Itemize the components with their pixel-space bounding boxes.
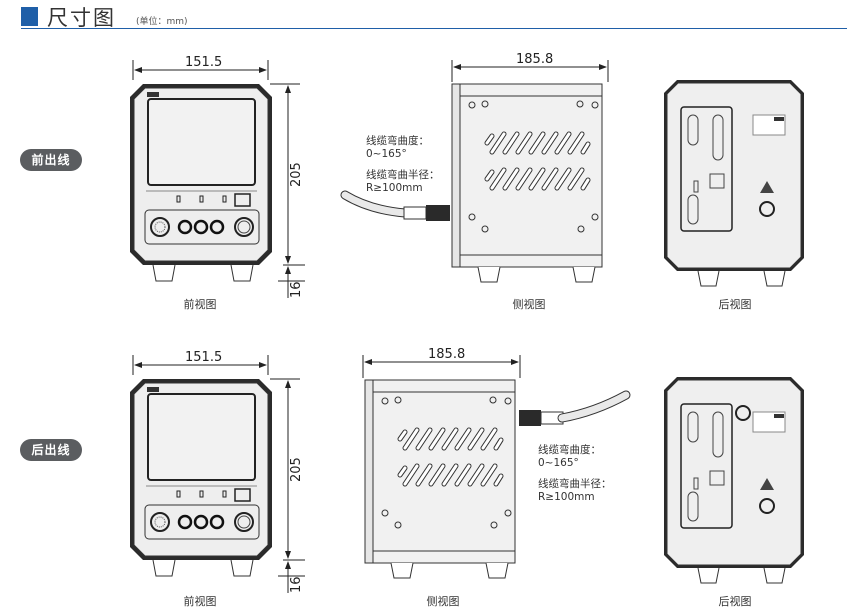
rear-view-caption: 后视图 <box>718 595 752 608</box>
bend-radius-label: 线缆弯曲半径： <box>366 169 440 181</box>
bend-angle-label: 线缆弯曲度： <box>538 444 601 456</box>
header-divider <box>21 28 847 29</box>
cable-bend-notes: 线缆弯曲度： 0~165° 线缆弯曲半径： R≥100mm <box>538 444 612 504</box>
front-height-dimension: 205 <box>289 162 304 187</box>
side-view-drawing-row1 <box>340 60 609 282</box>
rear-view-drawing-row2 <box>663 376 805 584</box>
bend-angle-value: 0~165° <box>538 457 579 469</box>
bend-radius-value: R≥100mm <box>366 182 423 194</box>
side-view-caption: 侧视图 <box>426 595 460 608</box>
cable-bend-notes: 线缆弯曲度： 0~165° 线缆弯曲半径： R≥100mm <box>366 135 440 195</box>
cable-exit-badge-rear: 后出线 <box>20 439 82 461</box>
page-title: 尺寸图 <box>47 6 116 30</box>
bend-radius-value: R≥100mm <box>538 491 595 503</box>
front-height-dimension: 205 <box>289 457 304 482</box>
rear-view-drawing-row1 <box>663 79 805 287</box>
header-accent-square <box>21 7 38 26</box>
front-view-drawing-row1 <box>128 60 305 298</box>
front-width-dimension: 151.5 <box>185 350 223 365</box>
side-depth-dimension: 185.8 <box>428 347 466 362</box>
bend-radius-label: 线缆弯曲半径： <box>538 478 612 490</box>
bend-angle-label: 线缆弯曲度： <box>366 135 429 147</box>
side-depth-dimension: 185.8 <box>516 52 554 67</box>
front-view-caption: 前视图 <box>183 595 217 608</box>
cable-exit-badge-front: 前出线 <box>20 149 82 171</box>
unit-note: (单位：mm) <box>136 17 188 27</box>
front-width-dimension: 151.5 <box>185 55 223 70</box>
bend-angle-value: 0~165° <box>366 148 407 160</box>
side-view-drawing-row2 <box>362 355 631 578</box>
rear-view-caption: 后视图 <box>718 298 752 311</box>
side-view-caption: 侧视图 <box>512 298 546 311</box>
front-view-drawing-row2 <box>128 355 305 593</box>
foot-height-dimension: 16 <box>289 576 304 593</box>
front-view-caption: 前视图 <box>183 298 217 311</box>
foot-height-dimension: 16 <box>289 281 304 298</box>
